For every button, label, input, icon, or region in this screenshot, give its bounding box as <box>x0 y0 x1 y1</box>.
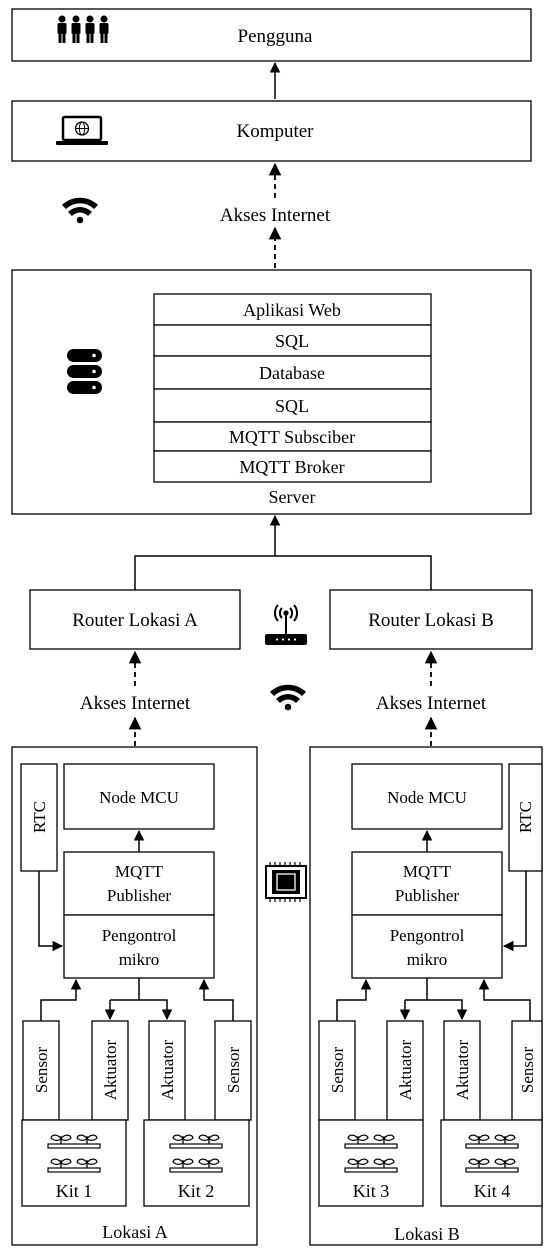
sensor-2-label: Sensor <box>224 1047 243 1094</box>
actuator-box <box>148 1020 186 1121</box>
node-mcu-box <box>351 763 503 830</box>
layer-database: Database <box>259 363 325 383</box>
layer-mqtt-broker: MQTT Broker <box>239 457 344 477</box>
wifi-icon <box>62 197 98 224</box>
actuator-box <box>443 1020 481 1121</box>
stack-layer <box>153 450 432 483</box>
layer-web-app: Aplikasi Web <box>243 300 341 320</box>
laptop-globe-icon <box>56 115 108 145</box>
actuator-2-label: Aktuator <box>158 1039 177 1100</box>
kit-4-box <box>440 1119 543 1207</box>
sensor-box <box>22 1020 60 1121</box>
database-icon <box>67 349 102 394</box>
users-icon <box>57 15 109 43</box>
sensor-box <box>511 1020 543 1121</box>
users-label: Pengguna <box>238 26 314 47</box>
router-b-label: Router Lokasi B <box>368 610 494 631</box>
controller-line-1: Pengontrol <box>390 926 465 945</box>
publisher-line-2: Publisher <box>395 886 460 905</box>
layer-mqtt-subscriber: MQTT Subsciber <box>229 427 355 447</box>
kit-4-label: Kit 4 <box>474 1181 511 1201</box>
arrow-controller-to-actuator-2 <box>110 999 173 1021</box>
kit-1-box <box>21 1119 127 1207</box>
controller-line-2: mikro <box>407 950 448 969</box>
internet-a-label: Akses Internet <box>80 693 191 714</box>
location-b-label: Lokasi B <box>394 1224 460 1244</box>
wifi-icon <box>270 684 306 711</box>
actuator-1-label: Aktuator <box>101 1039 120 1100</box>
controller-box <box>63 914 215 979</box>
sensor-1-label: Sensor <box>32 1047 51 1094</box>
rtc-label: RTC <box>516 801 535 833</box>
actuator-3-label: Aktuator <box>396 1039 415 1100</box>
arrow-controller-to-actuator-4 <box>405 999 468 1021</box>
layer-sql: SQL <box>275 331 309 351</box>
node-mcu-label: Node MCU <box>99 788 179 807</box>
router-a-label: Router Lokasi A <box>72 610 198 631</box>
computer-box: Komputer <box>11 100 532 162</box>
stack-layer <box>153 388 432 423</box>
wireless-router-icon <box>265 604 307 645</box>
mqtt-publisher-box <box>351 851 503 916</box>
node-mcu-label: Node MCU <box>387 788 467 807</box>
server-label: Server <box>269 487 316 507</box>
users-box: Pengguna <box>11 8 532 62</box>
arrow-sensor-2-to-controller <box>198 978 234 1021</box>
kit-2-label: Kit 2 <box>178 1181 215 1201</box>
actuator-4-label: Aktuator <box>453 1039 472 1100</box>
kit-2-box <box>143 1119 250 1207</box>
publisher-line-2: Publisher <box>107 886 172 905</box>
arrow-rtc-to-controller <box>502 871 527 952</box>
microchip-icon <box>265 862 307 902</box>
rtc-box <box>20 763 58 872</box>
connector-router-a <box>134 555 432 590</box>
controller-line-1: Pengontrol <box>102 926 177 945</box>
node-mcu-box <box>63 763 215 830</box>
computer-label: Komputer <box>236 121 314 142</box>
arrow-rtc-to-controller <box>38 871 64 952</box>
location-a: Node MCU MQTT Publisher Pengontrol mikro… <box>11 746 258 1246</box>
location-b: Node MCU MQTT Publisher Pengontrol mikro… <box>309 746 543 1246</box>
arrow-sensor-3-to-controller <box>336 978 372 1021</box>
stack-layer <box>153 421 432 452</box>
stack-layer <box>153 293 432 326</box>
kit-3-box <box>318 1119 424 1207</box>
router-a-box: Router Lokasi A <box>29 589 241 650</box>
sensor-3-label: Sensor <box>328 1047 347 1094</box>
controller-line-2: mikro <box>119 950 160 969</box>
arrow-sensor-4-to-controller <box>478 978 531 1021</box>
actuator-box <box>91 1020 129 1121</box>
kit-1-label: Kit 1 <box>56 1181 93 1201</box>
router-b-box: Router Lokasi B <box>329 589 533 650</box>
server-box: Aplikasi Web SQL Database SQL MQTT Subsc… <box>11 269 532 515</box>
rtc-label: RTC <box>30 801 49 833</box>
sensor-box <box>318 1020 356 1121</box>
internet-top-label: Akses Internet <box>220 205 331 226</box>
server-stack: Aplikasi Web SQL Database SQL MQTT Subsc… <box>153 293 432 483</box>
stack-layer <box>153 355 432 390</box>
location-a-label: Lokasi A <box>102 1222 168 1242</box>
kit-3-label: Kit 3 <box>353 1181 390 1201</box>
arrow-sensor-1-to-controller <box>40 978 82 1021</box>
layer-sql: SQL <box>275 396 309 416</box>
internet-b-label: Akses Internet <box>376 693 487 714</box>
publisher-line-1: MQTT <box>115 862 164 881</box>
sensor-4-label: Sensor <box>518 1047 537 1094</box>
publisher-line-1: MQTT <box>403 862 452 881</box>
sensor-box <box>214 1020 252 1121</box>
